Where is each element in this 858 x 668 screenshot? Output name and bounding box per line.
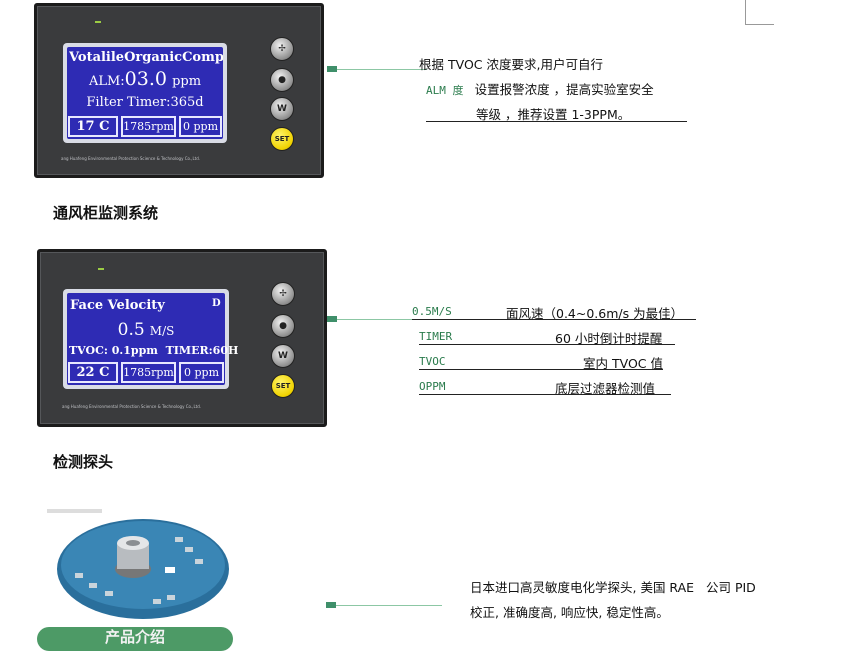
fan-button-icon[interactable]: ✢: [271, 282, 295, 306]
screen-title: VotalileOrganicCompoud: [69, 50, 223, 65]
lcd-frame: Face Velocity D 0.5 M/S TVOC: 0.1ppm TIM…: [63, 289, 238, 389]
sensor-probe-image: [47, 509, 229, 619]
legend-row-tvoc: TVOC 室内 TVOC 值: [419, 355, 663, 371]
ppm-cell: 0 ppm: [179, 362, 224, 383]
alarm-description-line3: 等级 ，推荐设置 1-3PPM。: [426, 104, 687, 122]
fan-button-icon[interactable]: ✢: [270, 37, 294, 61]
set-button[interactable]: SET: [270, 127, 294, 151]
connector-line: [337, 319, 417, 320]
status-led: [95, 21, 101, 23]
lcd-screen: Face Velocity D 0.5 M/S TVOC: 0.1ppm TIM…: [67, 293, 238, 385]
mode-icon: D: [212, 298, 221, 309]
connector-line: [336, 605, 442, 606]
product-intro-label: 产品介绍: [37, 627, 233, 651]
alarm-readout: ALM:03.0 ppm: [67, 68, 223, 90]
alarm-unit: ppm: [172, 74, 202, 89]
company-name: ang Huafeng Environmental Protection Sci…: [61, 156, 201, 161]
alarm-description-text: 设置报警浓度 ，提高实验室安全: [474, 82, 654, 97]
fan-speed-cell: 1785rpm: [121, 362, 176, 383]
screen-title: Face Velocity: [70, 298, 165, 313]
light-button-icon[interactable]: ●: [270, 68, 294, 92]
sensor-window: [126, 540, 140, 546]
temperature-cell: 17 C: [68, 116, 118, 137]
filter-timer: Filter Timer:365d: [86, 95, 204, 110]
alarm-description-line1: 根据 TVOC 浓度要求,用户可自行: [419, 57, 603, 72]
company-name: ang Huafeng Environmental Protection Sci…: [62, 404, 202, 409]
light-button-icon[interactable]: ●: [271, 314, 295, 338]
info-line: TVOC: 0.1ppm TIMER:60H: [69, 344, 239, 357]
velocity-readout: 0.5 M/S: [67, 320, 225, 340]
image-edge: [47, 509, 102, 513]
alarm-description-line2: ALM 度 设置报警浓度 ，提高实验室安全: [426, 79, 654, 98]
set-button[interactable]: SET: [271, 374, 295, 398]
alarm-label: ALM:: [88, 74, 125, 89]
lcd-frame: VotalileOrganicCompoud ALM:03.0 ppm Filt…: [63, 43, 227, 143]
section-heading-probe: 检测探头: [53, 453, 114, 471]
velocity-unit: M/S: [149, 324, 175, 338]
alarm-key: ALM 度: [426, 84, 464, 97]
legend-row-timer: TIMER 60 小时倒计时提醒: [419, 329, 675, 346]
fan-speed-cell: 1785rpm: [121, 116, 176, 137]
face-velocity-panel: Face Velocity D 0.5 M/S TVOC: 0.1ppm TIM…: [37, 249, 327, 427]
power-button-icon[interactable]: W: [270, 97, 294, 121]
component: [165, 567, 175, 573]
connector-dot: [326, 602, 336, 608]
lcd-screen: VotalileOrganicCompoud ALM:03.0 ppm Filt…: [67, 47, 223, 139]
probe-description-line2: 校正, 准确度高, 响应快, 稳定性高。: [470, 605, 669, 620]
velocity-value: 0.5: [117, 320, 145, 340]
page-corner-mark: [745, 0, 774, 25]
legend-row-velocity: 0.5M/S 面风速（0.4~0.6m/s 为最佳）: [412, 304, 696, 321]
temperature-cell: 22 C: [68, 362, 118, 383]
status-led: [98, 268, 104, 270]
tvoc-controller-panel: VotalileOrganicCompoud ALM:03.0 ppm Filt…: [34, 3, 324, 178]
power-button-icon[interactable]: W: [271, 344, 295, 368]
legend-row-filter: OPPM 底层过滤器检测值: [419, 379, 671, 396]
section-heading-fume-hood: 通风柜监测系统: [53, 204, 159, 222]
connector-dot: [327, 316, 337, 322]
probe-description-line1: 日本进口高灵敏度电化学探头, 美国 RAE 公司 PID: [470, 580, 756, 595]
alarm-value: 03.0: [124, 68, 167, 90]
connector-line: [337, 69, 427, 70]
solder-pads: [75, 537, 203, 604]
ppm-cell: 0 ppm: [179, 116, 222, 137]
connector-dot: [327, 66, 337, 72]
